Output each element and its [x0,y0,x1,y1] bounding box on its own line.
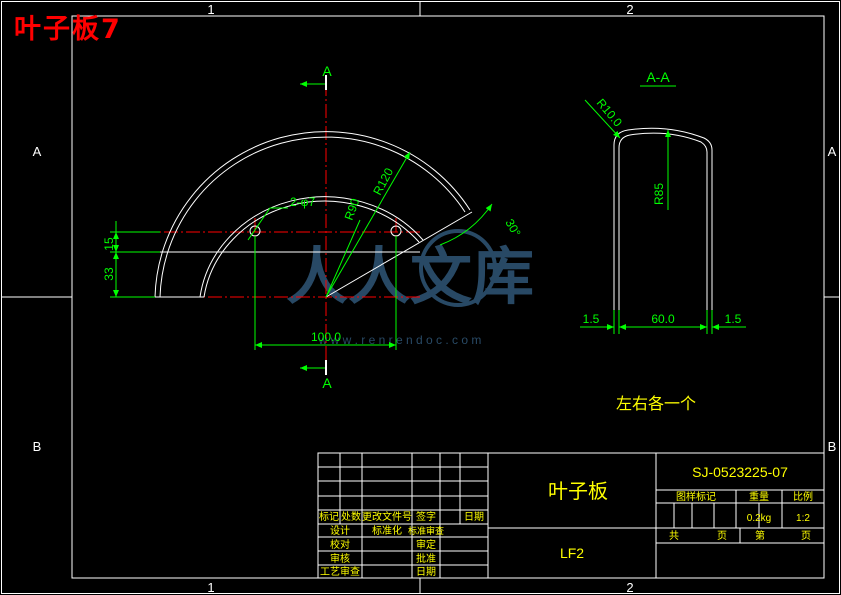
section-title: A-A [646,69,670,85]
section-letter-bottom: A [322,375,332,391]
rev-sign: 签字 [416,510,436,523]
dim-r10: R10.0 [594,96,626,130]
dim-r85: R85 [652,183,666,205]
label-pattern-mark: 图样标记 [676,490,716,503]
sheet-total-unit: 页 [717,530,727,542]
rev-date: 日期 [464,511,484,523]
zone-right-b: B [828,439,837,454]
sign-process: 工艺审查 [320,565,360,578]
part-name: 叶子板 [548,480,608,503]
section-profile-inner [618,132,708,330]
sign-design: 设计 [330,524,350,537]
label-weight: 重量 [749,490,769,503]
dim-15: 15 [102,237,116,251]
sign-standard-review: 标准审查 [408,525,444,536]
title-block-texts: 叶子板 LF2 SJ-0523225-07 图样标记 重量 比例 0.2kg 1… [319,464,813,578]
section-markers: A A [300,63,332,391]
rev-doc: 更改文件号 [362,510,412,523]
zone-top-1: 1 [207,2,214,17]
sign-approve-final: 审定 [416,538,436,551]
drawing-number: SJ-0523225-07 [692,464,788,480]
front-view [120,82,473,363]
inner-arc [199,196,424,298]
watermark-text: 人人文库 [286,240,534,313]
scale-value: 1:2 [796,513,810,524]
dim-width-60: 60.0 [651,312,675,326]
zone-bottom-1: 1 [207,580,214,595]
dim-100: 100.0 [311,330,341,344]
sign-date: 日期 [416,566,436,578]
section-dimensions [580,99,746,334]
sign-check: 校对 [330,538,350,551]
zone-left-a: A [33,144,42,159]
weight-value: 0.2kg [747,513,771,524]
dim-angle: 30° [502,217,523,240]
dim-holes: 2-φ7 [290,195,315,209]
outer-arc [154,131,471,298]
sheet-total-label: 共 [669,530,679,542]
dim-left-thickness: 1.5 [583,312,600,326]
zone-right-a: A [828,144,837,159]
slanted-edge [325,211,473,298]
sheet-no-unit: 页 [801,530,811,542]
section-profile-outer [613,127,713,330]
overlay-title: 叶子板7 [14,14,122,45]
rev-mark: 标记 [319,511,339,523]
zone-top-2: 2 [626,2,633,17]
section-letter-top: A [322,63,332,79]
dim-r90: R90 [342,196,363,222]
rev-count: 处数 [341,510,361,523]
section-dim-texts: R10.0 R85 1.5 60.0 1.5 [583,96,742,326]
title-block [317,452,825,579]
zone-labels: 1 2 1 2 A B A B [33,2,837,595]
watermark-logo-ring [419,229,497,307]
label-scale: 比例 [793,490,813,503]
sheet-no-label: 第 [755,529,765,542]
sign-standardization: 标准化 [372,524,402,537]
dim-33: 33 [102,267,116,281]
center-lines [120,82,420,363]
front-dimensions [110,151,493,350]
outer-arc-2 [159,136,466,298]
material: LF2 [560,545,584,561]
dim-right-thickness: 1.5 [725,312,742,326]
inner-arc-2 [203,200,420,298]
zone-left-b: B [33,439,42,454]
note-text: 左右各一个 [616,394,696,413]
sign-review: 审核 [330,552,350,565]
dim-r120: R120 [370,165,396,197]
sign-approve: 批准 [416,552,436,565]
zone-bottom-2: 2 [626,580,633,595]
